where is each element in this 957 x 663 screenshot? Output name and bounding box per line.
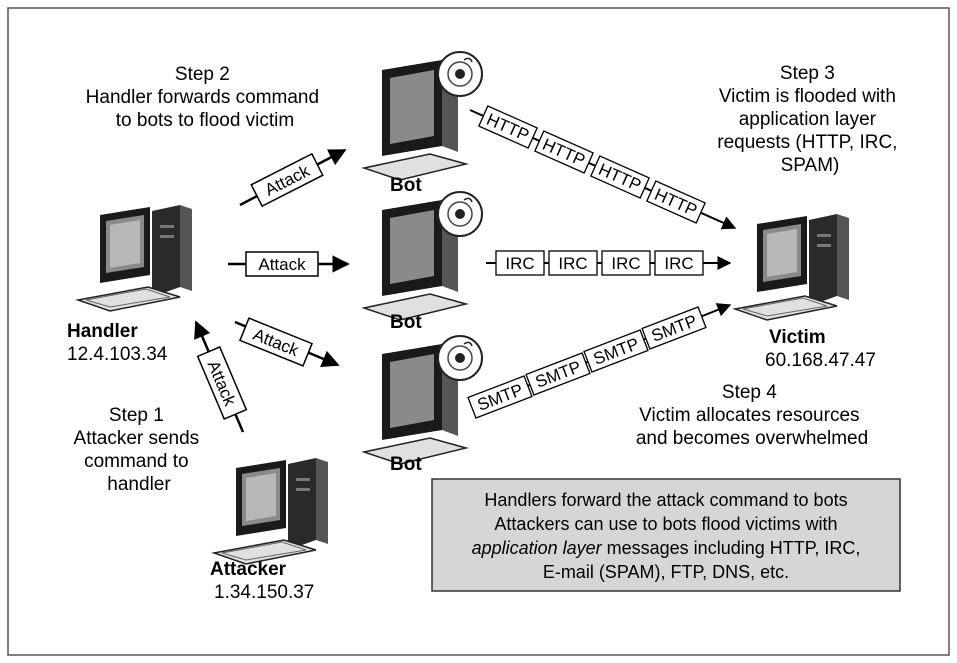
flow-tag: IRC: [601, 250, 651, 276]
step3-line: SPAM): [781, 155, 840, 176]
step2-line: Handler forwards command: [86, 87, 319, 108]
step4-line: Step 4: [722, 382, 777, 403]
attack-tag-label: Attack: [258, 255, 306, 274]
victim-name: Victim: [769, 327, 826, 348]
flow-tag-label: IRC: [611, 254, 640, 273]
step1-line: Step 1: [109, 405, 164, 426]
step3-line: application layer: [739, 109, 877, 130]
step4-line: and becomes overwhelmed: [636, 428, 868, 449]
step1-line: Attacker sends: [74, 428, 200, 449]
handler-name: Handler: [67, 321, 138, 342]
victim-ip: 60.168.47.47: [765, 350, 876, 371]
step4-line: Victim allocates resources: [639, 405, 859, 426]
flow-tag-label: IRC: [558, 254, 587, 273]
summary-line-4: E-mail (SPAM), FTP, DNS, etc.: [543, 562, 789, 582]
flow-tag: IRC: [548, 250, 598, 276]
attack-tag: Attack: [245, 251, 319, 277]
attacker-ip: 1.34.150.37: [214, 582, 314, 603]
step1-text: Step 1 Attacker sends command to handler: [74, 405, 205, 495]
summary-note-box: [431, 478, 901, 592]
step3-line: Victim is flooded with: [719, 86, 896, 107]
step4-text: Step 4 Victim allocates resources and be…: [636, 382, 868, 449]
step3-line: requests (HTTP, IRC,: [717, 132, 897, 153]
step3-text: Step 3 Victim is flooded with applicatio…: [717, 63, 902, 176]
summary-line-3-italic: application layer: [472, 538, 603, 558]
step2-text: Step 2 Handler forwards command to bots …: [86, 64, 325, 131]
bot-top-label: Bot: [390, 175, 422, 196]
flow-tag: IRC: [654, 250, 704, 276]
flow-tag-label: IRC: [505, 254, 534, 273]
summary-line-3: application layer messages including HTT…: [472, 538, 861, 558]
summary-note: Handlers forward the attack command to b…: [431, 478, 901, 592]
summary-line-1: Handlers forward the attack command to b…: [484, 490, 847, 510]
flow-tag: IRC: [495, 250, 545, 276]
bot-bottom-label: Bot: [390, 454, 422, 475]
bot-mid-label: Bot: [390, 312, 422, 333]
step2-line: to bots to flood victim: [116, 110, 294, 131]
attack-tag: Attack: [196, 346, 248, 420]
step1-line: command to: [84, 451, 189, 472]
flow-tag-label: IRC: [664, 254, 693, 273]
step2-line: Step 2: [175, 64, 230, 85]
summary-line-2: Attackers can use to bots flood victims …: [494, 514, 837, 534]
summary-line-3-rest: messages including HTTP, IRC,: [602, 538, 861, 558]
step1-line: handler: [107, 474, 171, 495]
step3-line: Step 3: [780, 63, 835, 84]
handler-ip: 12.4.103.34: [67, 344, 168, 365]
attacker-name: Attacker: [210, 559, 287, 580]
